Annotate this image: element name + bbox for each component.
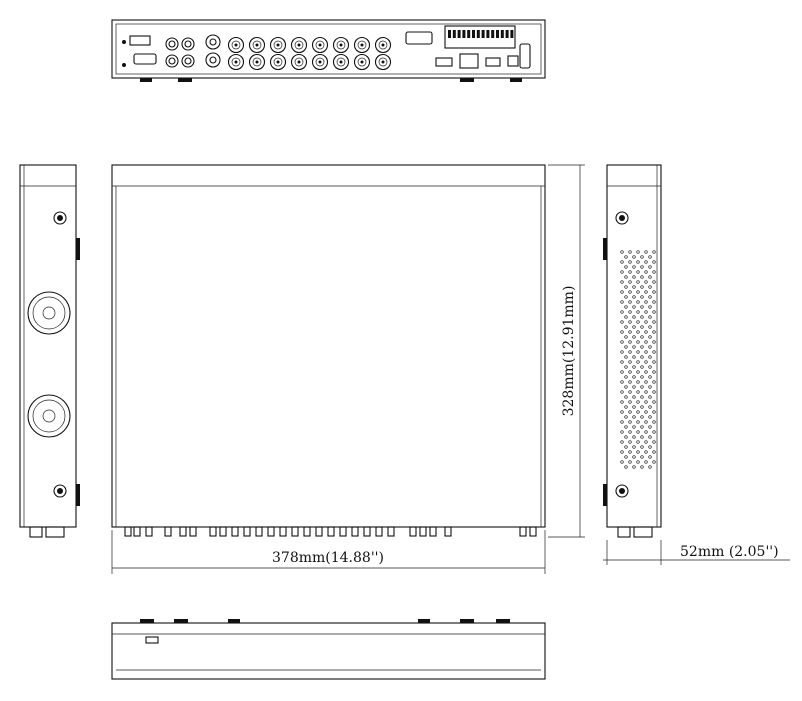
audio-ports xyxy=(165,34,221,68)
connector-icon xyxy=(255,526,263,537)
bnc-port-icon xyxy=(269,36,287,54)
hdmi-port-icon xyxy=(435,57,453,67)
connector-icon xyxy=(409,526,417,537)
connector-icon xyxy=(145,526,153,537)
right-side-view xyxy=(603,164,662,538)
height-dimension: 52mm (2.05'') xyxy=(603,540,790,565)
connector-icon xyxy=(179,526,187,537)
connector-icon xyxy=(219,526,227,537)
connector-icon xyxy=(267,526,275,537)
connector-icon xyxy=(315,526,323,537)
top-view xyxy=(111,164,546,537)
connector-icon xyxy=(133,526,141,537)
connector-icon xyxy=(243,526,251,537)
connector-icon xyxy=(231,526,239,537)
rs232-port-icon xyxy=(405,31,433,45)
front-panel-view xyxy=(111,619,546,680)
connector-icon xyxy=(291,526,299,537)
bnc-port-icon xyxy=(227,36,245,54)
lan-port-icon xyxy=(459,53,479,69)
usb-port-icon xyxy=(485,57,501,67)
bnc-port-icon xyxy=(248,53,266,71)
connector-icon xyxy=(189,526,197,537)
bnc-port-icon xyxy=(311,53,329,71)
connector-icon xyxy=(124,526,132,537)
bnc-port-icon xyxy=(332,53,350,71)
bnc-port-icon xyxy=(290,53,308,71)
connector-icon xyxy=(419,526,427,537)
bnc-video-ports xyxy=(227,36,392,71)
connector-icon xyxy=(279,526,287,537)
connector-icon xyxy=(339,526,347,537)
connector-icon xyxy=(303,526,311,537)
vent-holes xyxy=(620,250,656,469)
connector-icon xyxy=(529,526,537,537)
bnc-port-icon xyxy=(269,53,287,71)
bnc-port-icon xyxy=(227,53,245,71)
power-switch-icon xyxy=(129,35,151,46)
connector-icon xyxy=(209,526,217,537)
bnc-port-icon xyxy=(353,53,371,71)
height-label: 52mm (2.05'') xyxy=(680,544,779,560)
bnc-port-icon xyxy=(290,36,308,54)
depth-label: 328mm(12.91mm) xyxy=(561,286,577,417)
width-label: 378mm(14.88'') xyxy=(272,550,384,566)
fan-icon xyxy=(27,394,71,438)
bnc-port-icon xyxy=(332,36,350,54)
bnc-port-icon xyxy=(374,53,392,71)
bnc-port-icon xyxy=(248,36,266,54)
connector-icon xyxy=(363,526,371,537)
power-input-icon xyxy=(507,55,519,67)
connector-icon xyxy=(375,526,383,537)
alarm-terminal-block xyxy=(444,25,516,49)
power-rocker-icon xyxy=(519,43,531,69)
usb-front-port-icon xyxy=(145,636,159,644)
connector-icon xyxy=(351,526,359,537)
vga-port-icon xyxy=(133,53,157,65)
connector-icon xyxy=(327,526,335,537)
connector-icon xyxy=(164,526,172,537)
width-dimension: 378mm(14.88'') xyxy=(111,530,546,574)
bnc-port-icon xyxy=(311,36,329,54)
connector-icon xyxy=(444,526,452,537)
connector-icon xyxy=(387,526,395,537)
depth-dimension: 328mm(12.91mm) xyxy=(548,164,585,538)
connector-icon xyxy=(429,526,437,537)
fan-icon xyxy=(27,291,71,335)
connector-icon xyxy=(519,526,527,537)
bnc-port-icon xyxy=(374,36,392,54)
left-side-view xyxy=(19,164,80,538)
bnc-port-icon xyxy=(353,36,371,54)
rear-panel-view xyxy=(111,19,546,82)
